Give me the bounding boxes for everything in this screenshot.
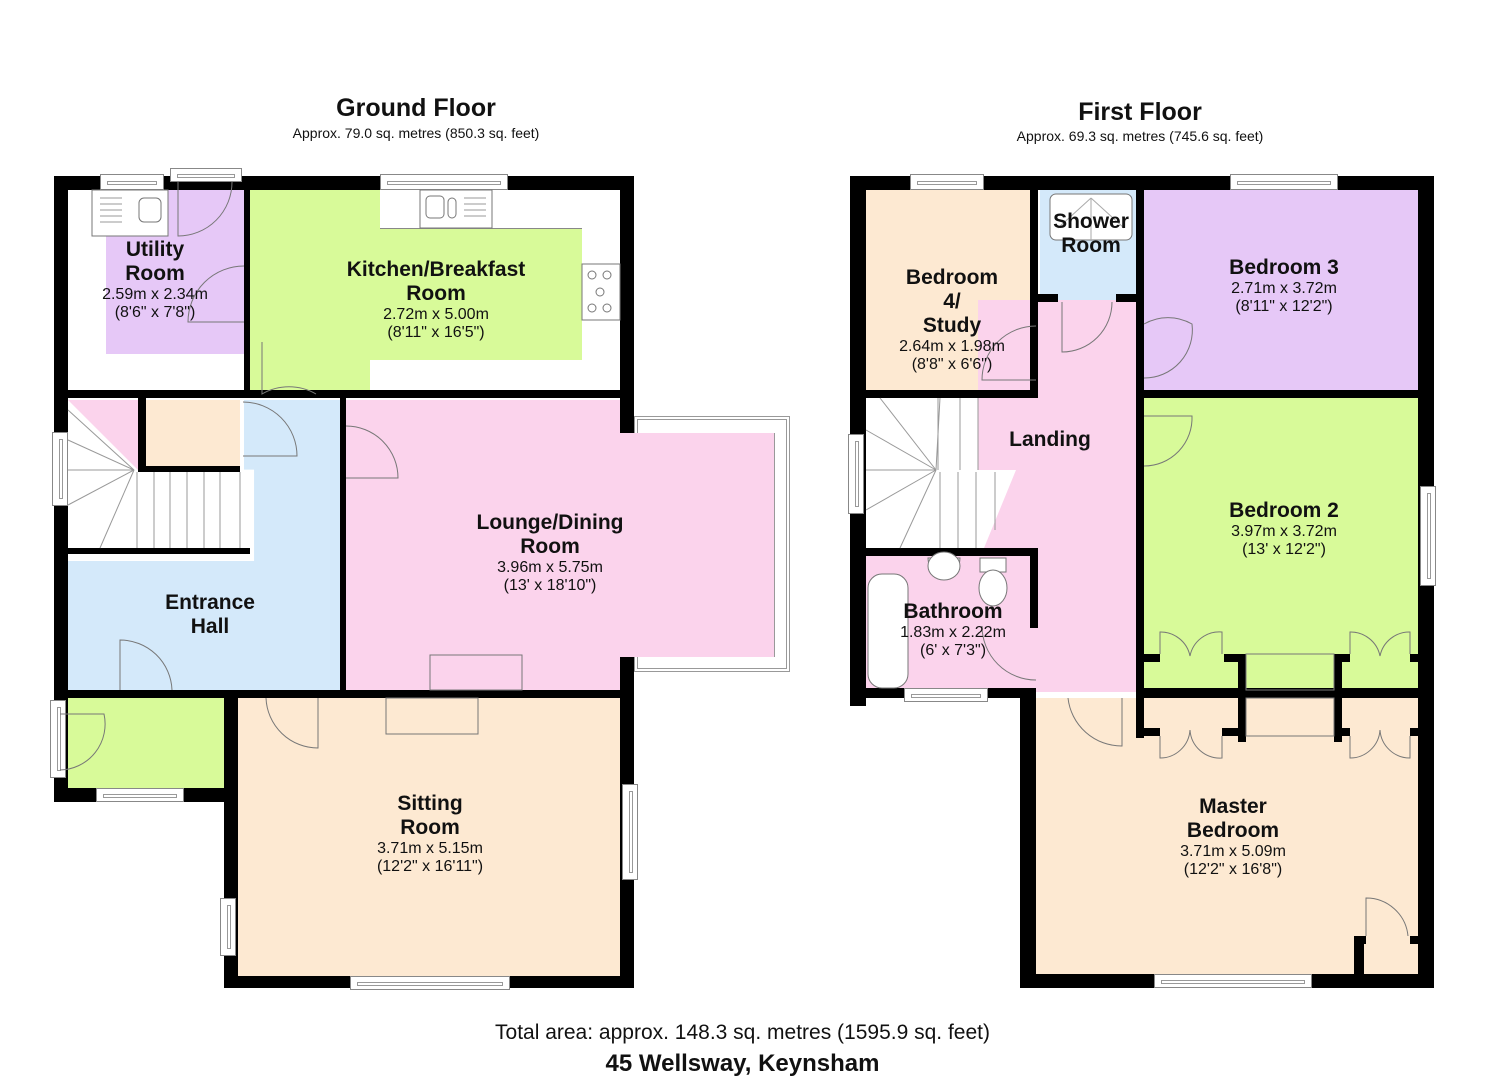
window — [220, 898, 236, 956]
window — [50, 700, 66, 778]
entrance-hall-label: Entrance Hall — [165, 591, 255, 638]
wall — [1354, 936, 1364, 976]
sitting-room-label: Sitting Room 3.71m x 5.15m (12'2" x 16'1… — [376, 792, 484, 875]
wall — [1222, 728, 1246, 736]
window — [350, 976, 510, 990]
wall — [1334, 728, 1350, 736]
wall — [1136, 176, 1144, 692]
wall — [1144, 654, 1160, 662]
landing-label: Landing — [1009, 428, 1091, 451]
wall — [244, 176, 250, 396]
wall — [1144, 728, 1160, 736]
first-floor-area: Approx. 69.3 sq. metres (745.6 sq. feet) — [1016, 128, 1264, 144]
wall — [1410, 654, 1418, 662]
ground-floor-area: Approx. 79.0 sq. metres (850.3 sq. feet) — [292, 125, 540, 141]
wall — [1136, 698, 1144, 738]
wall — [1036, 294, 1058, 302]
bedroom3-label: Bedroom 3 2.71m x 3.72m (8'11" x 12'2") — [1229, 256, 1339, 315]
wall — [1136, 688, 1434, 698]
wall — [1334, 654, 1350, 662]
ground-floor-title: Ground Floor — [336, 94, 496, 122]
window — [52, 432, 68, 506]
wall — [1410, 728, 1418, 736]
wall — [138, 398, 146, 468]
wall — [1116, 294, 1138, 302]
bathroom-label: Bathroom 1.83m x 2.22m (6' x 7'3") — [900, 600, 1006, 659]
wall — [850, 390, 1038, 398]
wall — [1224, 654, 1246, 662]
window — [1154, 974, 1312, 988]
window — [100, 174, 164, 190]
wall — [138, 466, 240, 472]
window — [622, 784, 638, 880]
bedroom4-study-label: Bedroom 4/ Study 2.64m x 1.98m (8'8" x 6… — [899, 266, 1005, 373]
wall — [850, 548, 1036, 556]
lounge-bay-inner — [620, 433, 775, 657]
porch-floor — [68, 698, 230, 788]
property-address: 45 Wellsway, Keynsham — [605, 1050, 880, 1077]
wall — [1410, 936, 1418, 944]
wall — [1354, 936, 1366, 944]
first-floor-title: First Floor — [1078, 98, 1202, 126]
window — [380, 174, 508, 190]
wall — [1030, 176, 1038, 396]
lounge-label: Lounge/Dining Room 3.96m x 5.75m (13' x … — [476, 511, 624, 594]
utility-back-door — [170, 168, 242, 182]
kitchen-worktop — [380, 190, 582, 229]
window — [96, 788, 184, 802]
wall — [1136, 390, 1434, 398]
bedroom2-label: Bedroom 2 3.97m x 3.72m (13' x 12'2") — [1229, 499, 1339, 558]
wall — [54, 690, 634, 698]
wall — [54, 390, 634, 398]
wall — [1020, 688, 1036, 988]
window — [910, 174, 984, 190]
cupboard-peach — [146, 400, 240, 466]
kitchen-label: Kitchen/Breakfast Room 2.72m x 5.00m (8'… — [346, 258, 526, 341]
total-area: Total area: approx. 148.3 sq. metres (15… — [495, 1021, 990, 1044]
wall — [1238, 654, 1246, 742]
window — [1230, 174, 1338, 190]
wall — [620, 176, 634, 434]
kitchen-floor-lower — [250, 355, 370, 395]
window — [1420, 486, 1436, 586]
window — [904, 688, 988, 702]
utility-room-label: Utility Room 2.59m x 2.34m (8'6" x 7'8") — [102, 238, 208, 321]
shower-room-label: Shower Room — [1053, 210, 1129, 257]
window — [848, 434, 864, 514]
wall — [1030, 548, 1038, 628]
wall — [54, 548, 250, 554]
wall — [340, 398, 346, 698]
wall — [1334, 654, 1342, 742]
master-bedroom-label: Master Bedroom 3.71m x 5.09m (12'2" x 16… — [1180, 795, 1286, 878]
